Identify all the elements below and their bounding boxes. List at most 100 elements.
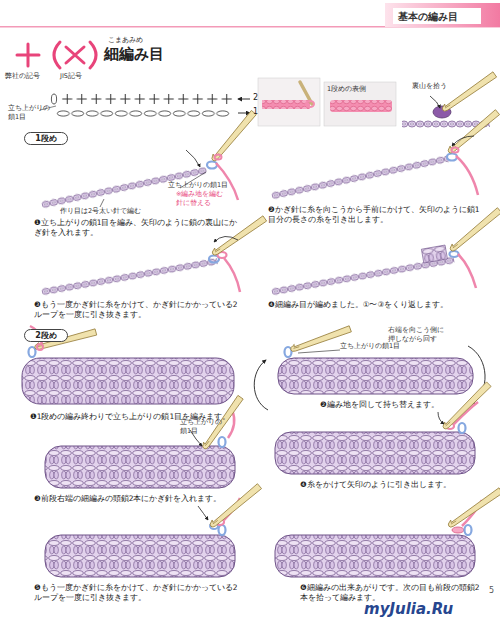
step-illustration <box>458 254 476 288</box>
step-illustration <box>210 110 256 163</box>
step-illustration <box>441 381 491 431</box>
stitch-chart <box>40 93 250 117</box>
step-illustration <box>215 155 222 160</box>
photo <box>306 101 314 107</box>
row-label: 2段め <box>35 332 57 340</box>
step-illustration <box>447 487 500 529</box>
back-bump-illustration <box>441 71 497 113</box>
step-illustration <box>254 360 268 410</box>
step-illustration <box>275 381 491 474</box>
annotation: 立ち上がりの鎖1目 <box>8 104 50 122</box>
step-illustration <box>198 506 208 520</box>
step-illustration <box>37 344 43 350</box>
page-header <box>385 3 500 27</box>
stitch-symbol <box>66 47 84 63</box>
step-text: ❹糸をかけて矢印のように引き出します。 <box>300 480 480 490</box>
stitch-chart <box>51 94 56 104</box>
step-illustration <box>41 110 256 209</box>
step-illustration <box>219 525 226 535</box>
step-illustration <box>271 109 499 200</box>
step-illustration <box>207 162 217 169</box>
stitch-chart <box>56 110 230 117</box>
step-illustration <box>421 245 447 263</box>
symbol-caption: JIS記号 <box>60 72 100 81</box>
row-number: 2 <box>253 93 263 104</box>
page-header <box>0 3 500 28</box>
step-illustration <box>29 347 36 357</box>
step-illustration <box>275 535 475 577</box>
step-illustration <box>271 155 449 200</box>
step-illustration <box>41 257 218 296</box>
photo <box>330 100 392 112</box>
step-illustration <box>278 358 473 394</box>
photo <box>258 78 320 126</box>
annotation: ※編み地を編む針に替える <box>176 190 224 208</box>
step-illustration <box>45 535 235 577</box>
stitch-chart <box>60 93 234 105</box>
step-illustration <box>186 150 200 167</box>
annotation: 立ち上がりの鎖1目 <box>180 418 222 436</box>
step-illustration <box>22 326 234 404</box>
step-illustration <box>45 446 235 488</box>
step-illustration <box>450 251 459 257</box>
stitch-chart <box>238 99 250 100</box>
step-text: ❶立ち上がりの鎖1目を編み、矢印のように鎖の裏山にかぎ針を入れます。 <box>34 218 244 238</box>
annotation: 立ち上がりの鎖1目 <box>168 181 238 190</box>
step-illustration <box>214 236 238 242</box>
row-label: 1段め <box>35 135 57 143</box>
step-illustration <box>459 423 466 433</box>
stitch-symbol <box>54 42 96 68</box>
step-illustration <box>421 245 447 263</box>
step-illustration <box>275 487 500 577</box>
row-band: 2段め <box>24 329 68 342</box>
row-band: 1段め <box>24 132 68 145</box>
back-bump-illustration <box>402 71 497 128</box>
step-text: ❷かぎ針に糸を向こうから手前にかけて、矢印のように鎖1目分の長さの糸を引き出しま… <box>268 205 483 225</box>
step-text: ❺もう一度かぎ針に糸をかけて、かぎ針にかかっている2ループを一度に引き抜きます。 <box>34 583 244 603</box>
step-illustration <box>456 156 478 195</box>
page-header <box>393 8 481 24</box>
watermark: myJulia.Ru <box>364 599 490 619</box>
symbol-caption: 弊社の記号 <box>5 72 57 81</box>
photo <box>324 82 396 126</box>
annotation: 立ち上がりの鎖1目 <box>340 342 410 351</box>
step-illustration <box>254 325 485 410</box>
step-illustration <box>452 136 474 146</box>
step-illustration <box>271 155 449 200</box>
photo <box>262 100 310 109</box>
row-number: 1 <box>253 107 263 118</box>
section-tab: 基本の編み目 <box>398 10 478 24</box>
photo <box>258 78 396 126</box>
stitch-symbol <box>17 44 39 66</box>
step-illustration <box>41 257 218 296</box>
step-text: ❹細編み目が編めました。①〜③をくり返します。 <box>268 300 483 310</box>
photo-caption: 1段めの表側 <box>327 85 393 94</box>
step-illustration <box>22 358 234 404</box>
step-illustration <box>452 527 464 533</box>
step-illustration <box>452 148 459 153</box>
annotation: 裏山を拾う <box>412 82 472 91</box>
stitch-symbol <box>17 42 96 68</box>
step-illustration <box>208 483 261 529</box>
step-illustration <box>446 109 499 155</box>
back-bump-illustration <box>430 96 440 108</box>
step-text: ❸もう一度かぎ針に糸をかけて、かぎ針にかかっている2ループを一度に引き抜きます。 <box>34 300 244 320</box>
annotation: 右端を向こう側に押しながら回す <box>388 326 448 344</box>
step-illustration <box>100 199 104 207</box>
step-illustration <box>219 437 226 447</box>
annotation: 作り目は2号太い針で編む <box>60 207 180 216</box>
step-illustration <box>224 258 240 292</box>
step-text: ❷編み地を回して持ち替えます。 <box>320 400 480 410</box>
step-illustration <box>298 350 340 353</box>
page-number: 5 <box>489 586 499 597</box>
page-title: 細編み目 <box>104 44 194 64</box>
step-text: ❸前段右端の細編みの頭鎖2本にかぎ針を入れます。 <box>34 494 244 504</box>
step-illustration <box>45 395 243 488</box>
step-illustration <box>465 525 472 535</box>
step-illustration <box>275 432 475 474</box>
stitch-chart <box>238 113 250 114</box>
reading: こまあみめ <box>108 36 168 45</box>
